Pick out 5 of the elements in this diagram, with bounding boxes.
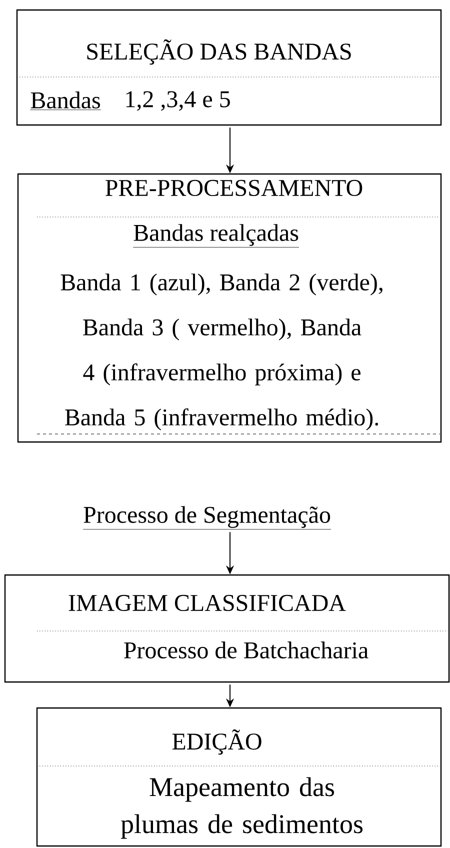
process-box: SELEÇÃO DAS BANDAS Bandas 1,2 ,3,4 e 5 [16, 9, 442, 126]
process-box: EDIÇÃO Mapeamento das plumas de sedimentos [36, 707, 442, 847]
process-box: IMAGEM CLASSIFICADA Processo de Batchacharia [4, 574, 450, 683]
step-label: Processo de Segmentação [82, 506, 332, 530]
process-box: PRE-PROCESSAMENTO Bandas realçadas Banda 1 (azul), Banda 2 (verde), Banda 3 ( vermelho), Banda 4 (infravermelho próxima) e Banda 5 (infravermelho médio). [17, 173, 442, 443]
